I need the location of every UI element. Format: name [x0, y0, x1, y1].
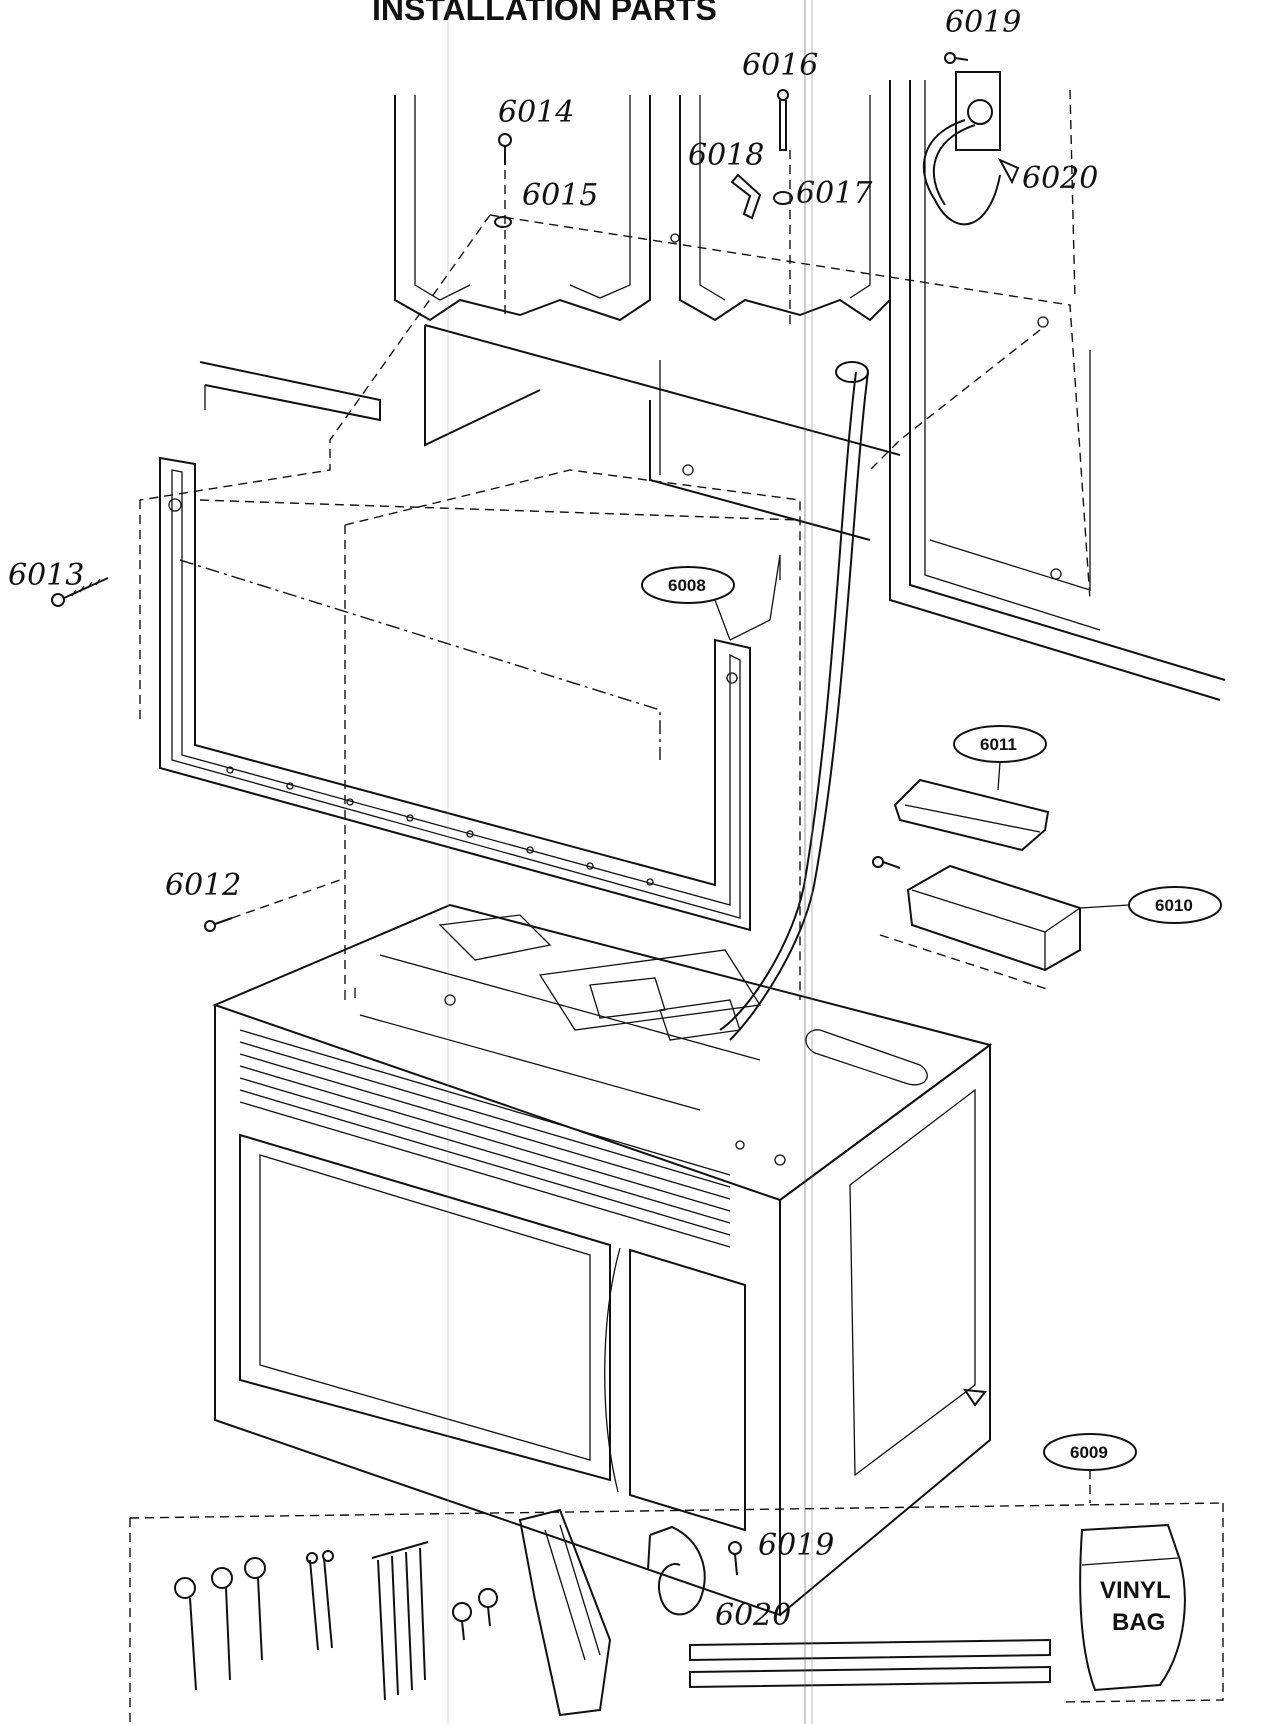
callout-6018: 6018: [688, 138, 764, 173]
screw-6014: [498, 133, 512, 165]
callout-6016: 6016: [742, 48, 818, 83]
lag-bolt-set: [306, 1550, 334, 1651]
callout-6017: 6017: [796, 176, 873, 211]
cord-clamp: [647, 1525, 706, 1616]
callout-6015: 6015: [522, 178, 598, 213]
vinyl-bag-label-line1: VINYL: [1100, 1577, 1171, 1604]
callout-6020-kit: 6020: [715, 1598, 791, 1633]
screw-6010: [872, 856, 901, 869]
diagram-title: INSTALLATION PARTS: [372, 0, 717, 27]
spring-set: [689, 1638, 1051, 1689]
callout-6009: 6009: [1070, 1443, 1108, 1462]
exhaust-adapter-6010: [906, 864, 1081, 972]
toggle-bolt-set: [371, 1541, 429, 1701]
mounting-plate-6008: [159, 456, 751, 932]
wood-screw-set: [174, 1557, 266, 1691]
screw-6012: [204, 879, 341, 932]
damper-6011: [893, 778, 1050, 852]
callout-6010: 6010: [1155, 896, 1193, 915]
callout-6019-kit: 6019: [758, 1528, 834, 1563]
power-cord-6020: [922, 119, 1020, 226]
callout-bubble-6008: [641, 566, 735, 604]
callout-6012: 6012: [165, 868, 241, 903]
microwave-oven: [212, 903, 993, 1617]
toggle-bolt-6016: [777, 89, 789, 151]
small-screw-pair: [452, 1588, 498, 1641]
callout-6013: 6013: [8, 558, 84, 593]
wall-template-outline: [139, 89, 1091, 1000]
upper-cabinet: [199, 80, 1226, 701]
callout-6008: 6008: [668, 576, 706, 595]
screw-6013: [51, 577, 109, 607]
vinyl-bag: [1079, 1523, 1186, 1692]
callout-bubble-6009: [1043, 1433, 1137, 1471]
callout-6011: 6011: [980, 735, 1017, 754]
washer-6017: [773, 191, 793, 205]
power-cord-run: [719, 361, 869, 1041]
callout-6019-top: 6019: [945, 5, 1021, 40]
callout-6014: 6014: [498, 95, 574, 130]
kit-screw-6019: [728, 1541, 742, 1576]
hardware-kit-6009: [129, 1470, 1224, 1724]
toggle-wing-set: [518, 1508, 612, 1717]
toggle-wing-6018: [730, 173, 762, 220]
vinyl-bag-label-line2: BAG: [1112, 1609, 1165, 1636]
washer-6015: [494, 216, 512, 228]
screw-6019-top: [944, 52, 969, 64]
callout-6020-top: 6020: [1022, 161, 1098, 196]
outlet-box: [955, 71, 1001, 151]
